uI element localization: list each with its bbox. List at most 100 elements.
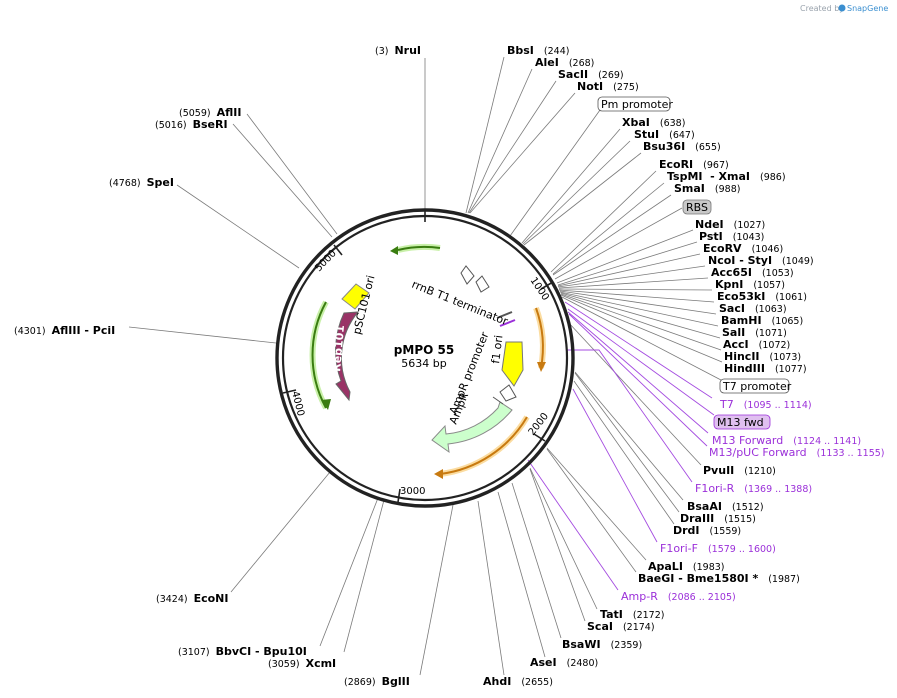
enzyme-site-draiii: DraIII(1515): [680, 512, 756, 525]
rrnb-terminator-label: rrnB T1 terminator: [410, 278, 510, 329]
leader-line: [546, 448, 637, 573]
enzyme-site-spei: (4768)SpeI: [109, 176, 174, 189]
primer-line: [568, 313, 708, 447]
rep101-shape: [335, 311, 360, 402]
feature-arrowhead: [434, 469, 443, 479]
box-m13-fwd: [713, 414, 771, 430]
plasmid-name: pMPO 55: [394, 343, 454, 357]
feature-arrowhead: [390, 246, 398, 255]
leader-line: [469, 92, 576, 214]
enzyme-site-pvuii: PvuII(1210): [703, 464, 776, 477]
leader-line: [574, 371, 684, 501]
leader-line: [419, 504, 454, 676]
primer-site-f1ori-r: F1ori-R(1369 .. 1388): [695, 482, 812, 495]
leader-line: [557, 265, 706, 288]
t7-promoter-label: T7 promoter: [722, 380, 792, 393]
box-t7-promoter: [719, 378, 790, 394]
leader-line: [465, 56, 505, 214]
enzyme-site-bseri: (5016)BseRI: [155, 118, 228, 131]
leader-line: [468, 80, 557, 214]
snapgene-watermark: Created by SnapGene: [800, 4, 888, 13]
enzyme-labels-right: BbsI(244) AleI(268) SacII(269) NotI(275)…: [483, 44, 814, 688]
leader-line: [521, 128, 621, 244]
rbs-label: RBS: [686, 201, 708, 214]
leader-line: [574, 372, 680, 513]
enzyme-site-noti: NotI(275): [577, 80, 639, 93]
enzyme-site-ndei: NdeI(1027): [695, 218, 765, 231]
primer-site-m13-puc-forward: M13/pUC Forward(1133 .. 1155): [709, 446, 885, 459]
feature-arrowhead: [321, 399, 331, 410]
leader-line: [559, 291, 719, 327]
enzyme-site-nrui: (3)NruI: [375, 44, 421, 57]
primer-site-m13-forward: M13 Forward(1124 .. 1141): [712, 434, 861, 447]
primer-site-f1ori-f: F1ori-F(1579 .. 1600): [660, 542, 776, 555]
enzyme-site-acci: AccI(1072): [723, 338, 790, 351]
leader-line: [477, 500, 505, 676]
leader-line: [558, 288, 713, 291]
tick-mark: [540, 281, 554, 290]
rep101-label: Rep101: [330, 325, 347, 373]
feature-tracks: [309, 243, 546, 479]
primer-line: [564, 301, 713, 399]
enzyme-site-smai: SmaI(988): [674, 182, 740, 195]
feature-marker: [499, 319, 516, 327]
enzyme-site-bsaai: BsaAI(1512): [687, 500, 764, 513]
feature-arrowhead: [537, 362, 546, 372]
enzyme-site-kpni: KpnI(1057): [715, 278, 785, 291]
enzyme-site-xcmi: (3059)XcmI: [268, 657, 336, 670]
leader-line: [319, 497, 379, 647]
box-rbs: [682, 199, 712, 215]
leader-line: [556, 229, 694, 284]
primer-line: [567, 308, 715, 416]
enzyme-site-tspmi-xmai: TspMI - XmaI(986): [667, 170, 786, 183]
feature-marker: [496, 311, 513, 319]
f1-ori-label: f1 ori: [489, 334, 505, 364]
leader-line: [511, 482, 562, 639]
enzyme-site-apali: ApaLI(1983): [648, 560, 725, 573]
leader-line: [552, 194, 672, 276]
tick-mark: [282, 389, 297, 394]
enzyme-site-baegi-bme1580i: BaeGI - Bme1580I *(1987): [638, 572, 800, 585]
primer-leader-lines: [527, 301, 715, 591]
pm-promoter-label: Pm promoter: [601, 98, 673, 111]
enzyme-site-bglii: (2869)BglII: [344, 675, 410, 688]
primer-line: [567, 311, 709, 434]
m13-fwd-label: M13 fwd: [717, 416, 764, 429]
enzyme-site-tati: TatI(2172): [600, 608, 664, 621]
enzyme-site-acc65i: Acc65I(1053): [711, 266, 794, 279]
enzyme-site-drdi: DrdI(1559): [673, 524, 741, 537]
enzyme-site-aflii: (5059)AflII: [179, 106, 241, 119]
leader-line: [558, 277, 709, 289]
enzyme-site-bsu36i: Bsu36I(655): [643, 140, 721, 153]
feature-arc-top: [397, 245, 441, 251]
tick-label-3000: 3000: [400, 486, 425, 497]
enzyme-site-econi: (3424)EcoNI: [156, 592, 228, 605]
leader-line: [546, 447, 647, 561]
enzyme-site-ahdi: AhdI(2655): [483, 675, 553, 688]
leader-line: [522, 140, 631, 245]
enzyme-site-hindiii: HindIII(1077): [724, 362, 807, 375]
snapgene-logo-icon: [838, 4, 846, 12]
boxed-feature-labels: Pm promoter RBS T7 promoter M13 fwd: [597, 96, 792, 430]
leader-line: [497, 491, 546, 658]
leader-line: [552, 182, 665, 275]
enzyme-site-sali: SalI(1071): [722, 326, 787, 339]
enzyme-site-bbsi: BbsI(244): [507, 44, 569, 57]
watermark-brand: SnapGene: [847, 4, 888, 13]
leader-line: [246, 113, 338, 235]
enzyme-site-ecorv: EcoRV(1046): [703, 242, 783, 255]
psc101-ori-shape: [341, 283, 370, 310]
enzyme-site-psti: PstI(1043): [699, 230, 764, 243]
leader-line: [523, 152, 642, 246]
leader-line: [343, 499, 385, 653]
feature-arc-bottom: [439, 416, 528, 475]
tick-mark: [533, 433, 546, 442]
enzyme-labels-left: (3)NruI (2869)BglII (3059)XcmI (3107)Bbv…: [14, 44, 421, 688]
enzyme-site-scai: ScaI(2174): [587, 620, 655, 633]
tick-label-1000: 1000: [528, 276, 551, 303]
enzyme-site-sacii: SacII(269): [558, 68, 624, 81]
f1-ori-shape: [501, 341, 524, 387]
tick-mark: [333, 244, 343, 256]
primer-line: [572, 388, 658, 543]
